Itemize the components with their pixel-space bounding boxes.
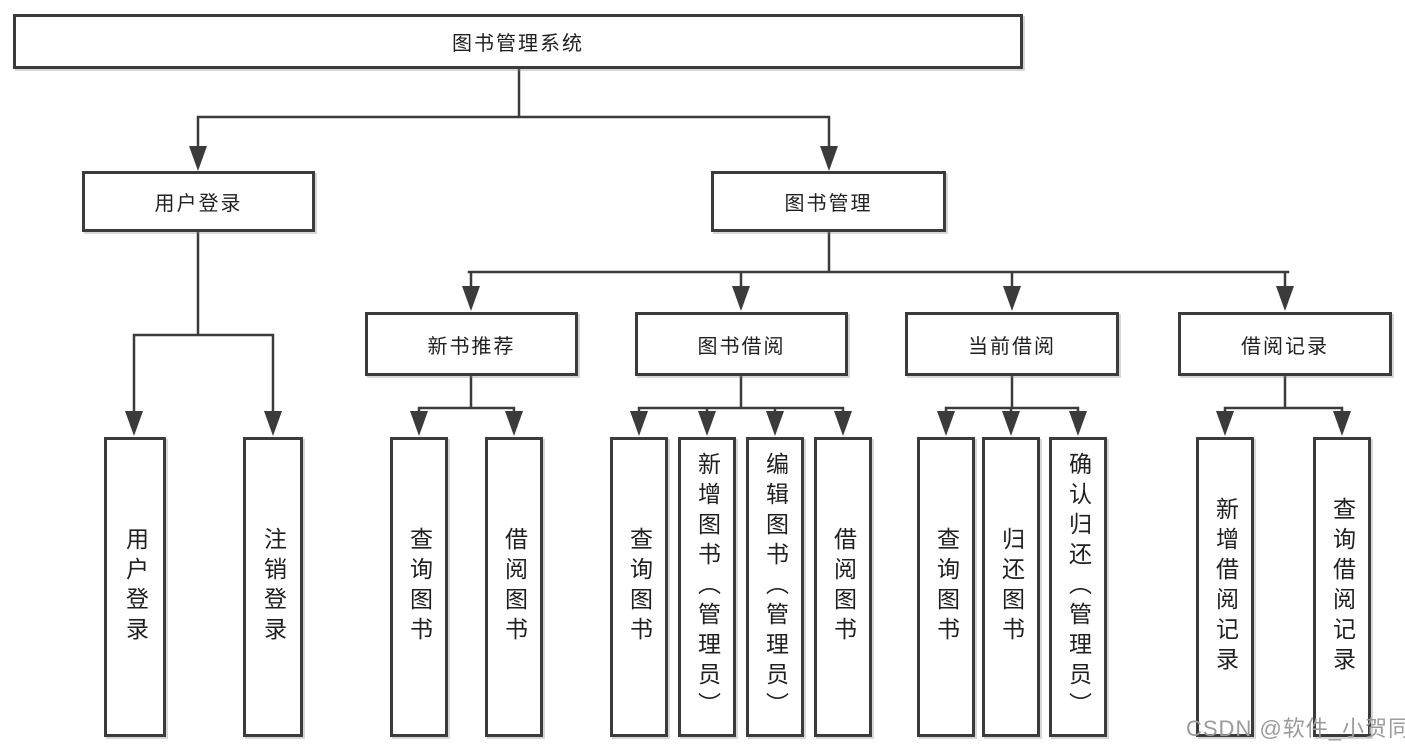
arrow-down-icon	[1216, 411, 1234, 436]
leaf-borrow-books: 借阅图书	[485, 437, 543, 737]
arrow-down-icon	[1002, 411, 1020, 436]
node-library-management-system: 图书管理系统	[13, 14, 1023, 69]
arrow-down-icon	[630, 411, 648, 436]
arrow-down-icon	[937, 411, 955, 436]
leaf-query-books: 查询图书	[917, 437, 975, 737]
leaf-query-borrow-record: 查询借阅记录	[1313, 437, 1371, 737]
arrow-down-icon	[410, 411, 428, 436]
leaf-confirm-return-admin: 确认归还（管理员）	[1049, 437, 1107, 737]
arrow-down-icon	[766, 411, 784, 436]
arrow-down-icon	[125, 411, 143, 436]
leaf-add-books-admin: 新增图书（管理员）	[678, 437, 736, 737]
arrow-down-icon	[1276, 286, 1294, 311]
arrow-down-icon	[834, 411, 852, 436]
leaf-return-books: 归还图书	[982, 437, 1040, 737]
arrow-down-icon	[264, 411, 282, 436]
node-new-book-recommend: 新书推荐	[365, 312, 578, 376]
arrow-down-icon	[462, 286, 480, 311]
leaf-edit-books-admin: 编辑图书（管理员）	[746, 437, 804, 737]
arrow-down-icon	[820, 146, 838, 171]
arrow-down-icon	[1333, 411, 1351, 436]
arrow-down-icon	[1069, 411, 1087, 436]
node-user-login: 用户登录	[82, 171, 315, 232]
arrow-down-icon	[505, 411, 523, 436]
node-book-borrowing: 图书借阅	[635, 312, 848, 376]
node-borrowing-records: 借阅记录	[1178, 312, 1392, 376]
leaf-add-borrow-record: 新增借阅记录	[1196, 437, 1254, 737]
arrow-down-icon	[189, 146, 207, 171]
arrow-down-icon	[732, 286, 750, 311]
node-book-management: 图书管理	[711, 171, 946, 232]
arrow-down-icon	[1003, 286, 1021, 311]
leaf-query-books: 查询图书	[610, 437, 668, 737]
csdn-watermark: CSDN @软件_小贺同学	[1186, 716, 1405, 741]
leaf-query-books: 查询图书	[390, 437, 448, 737]
leaf-borrow-books: 借阅图书	[814, 437, 872, 737]
connector-lines	[132, 67, 1344, 413]
leaf-user-login: 用户登录	[104, 437, 166, 737]
leaf-logout: 注销登录	[243, 437, 303, 737]
arrow-down-icon	[698, 411, 716, 436]
node-current-borrowing: 当前借阅	[905, 312, 1119, 376]
